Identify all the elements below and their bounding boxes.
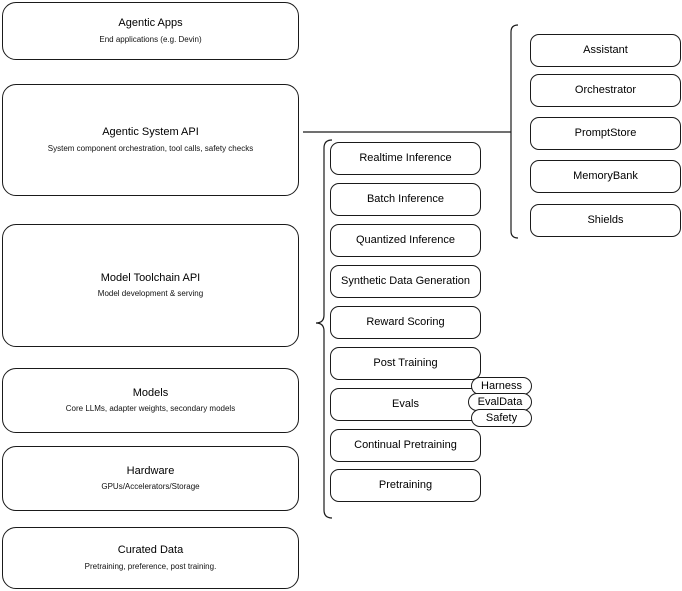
component-chip-realtime-inference[interactable]: Realtime Inference: [330, 142, 481, 175]
component-chip-orchestrator[interactable]: Orchestrator: [530, 74, 681, 107]
layer-card-model-toolchain-api[interactable]: Model Toolchain API Model development & …: [2, 224, 299, 347]
component-chip-quantized-inference[interactable]: Quantized Inference: [330, 224, 481, 257]
layer-subtitle: GPUs/Accelerators/Storage: [101, 482, 200, 492]
badge-label: Harness: [481, 380, 522, 392]
chip-label: PromptStore: [574, 126, 637, 139]
badge-label: Safety: [485, 412, 518, 424]
layer-card-models[interactable]: Models Core LLMs, adapter weights, secon…: [2, 368, 299, 433]
evals-badge-safety[interactable]: Safety: [471, 409, 532, 427]
layer-title: Agentic System API: [102, 126, 199, 139]
chip-label: Evals: [392, 397, 419, 410]
layer-subtitle: Model development & serving: [97, 289, 204, 299]
component-chip-batch-inference[interactable]: Batch Inference: [330, 183, 481, 216]
chip-label: Realtime Inference: [359, 151, 452, 164]
layer-subtitle: Pretraining, preference, post training.: [84, 561, 217, 571]
evals-badge-harness[interactable]: Harness: [471, 377, 532, 395]
connector-system-api-to-components: [299, 20, 524, 242]
layer-title: Model Toolchain API: [100, 271, 201, 284]
layer-card-agentic-system-api[interactable]: Agentic System API System component orch…: [2, 84, 299, 196]
chip-label: Batch Inference: [366, 192, 445, 205]
evals-badge-evaldata[interactable]: EvalData: [468, 393, 532, 411]
component-chip-assistant[interactable]: Assistant: [530, 34, 681, 67]
component-chip-evals[interactable]: Evals: [330, 388, 481, 421]
layer-title: Hardware: [126, 464, 175, 477]
component-chip-promptstore[interactable]: PromptStore: [530, 117, 681, 150]
layer-card-hardware[interactable]: Hardware GPUs/Accelerators/Storage: [2, 446, 299, 511]
layer-subtitle: Core LLMs, adapter weights, secondary mo…: [65, 404, 236, 414]
chip-label: MemoryBank: [573, 169, 638, 182]
chip-label: Reward Scoring: [366, 315, 445, 328]
layer-subtitle: System component orchestration, tool cal…: [47, 143, 254, 153]
chip-label: Synthetic Data Generation: [340, 274, 471, 287]
chip-label: Pretraining: [378, 478, 433, 491]
component-chip-shields[interactable]: Shields: [530, 204, 681, 237]
layer-subtitle: End applications (e.g. Devin): [99, 34, 202, 44]
component-chip-synthetic-data-generation[interactable]: Synthetic Data Generation: [330, 265, 481, 298]
chip-label: Quantized Inference: [355, 233, 456, 246]
layer-title: Agentic Apps: [118, 17, 183, 30]
chip-label: Orchestrator: [574, 83, 637, 96]
chip-label: Shields: [587, 213, 624, 226]
component-chip-memorybank[interactable]: MemoryBank: [530, 160, 681, 193]
component-chip-continual-pretraining[interactable]: Continual Pretraining: [330, 429, 481, 462]
layer-title: Curated Data: [117, 544, 184, 557]
chip-label: Post Training: [373, 356, 438, 369]
component-chip-pretraining[interactable]: Pretraining: [330, 469, 481, 502]
chip-label: Continual Pretraining: [354, 438, 457, 451]
layer-card-curated-data[interactable]: Curated Data Pretraining, preference, po…: [2, 527, 299, 589]
layer-title: Models: [132, 386, 169, 399]
chip-label: Assistant: [583, 43, 628, 56]
component-chip-post-training[interactable]: Post Training: [330, 347, 481, 380]
component-chip-reward-scoring[interactable]: Reward Scoring: [330, 306, 481, 339]
layer-card-agentic-apps[interactable]: Agentic Apps End applications (e.g. Devi…: [2, 2, 299, 60]
badge-label: EvalData: [477, 396, 523, 408]
connector-toolchain-brace: [312, 136, 336, 522]
